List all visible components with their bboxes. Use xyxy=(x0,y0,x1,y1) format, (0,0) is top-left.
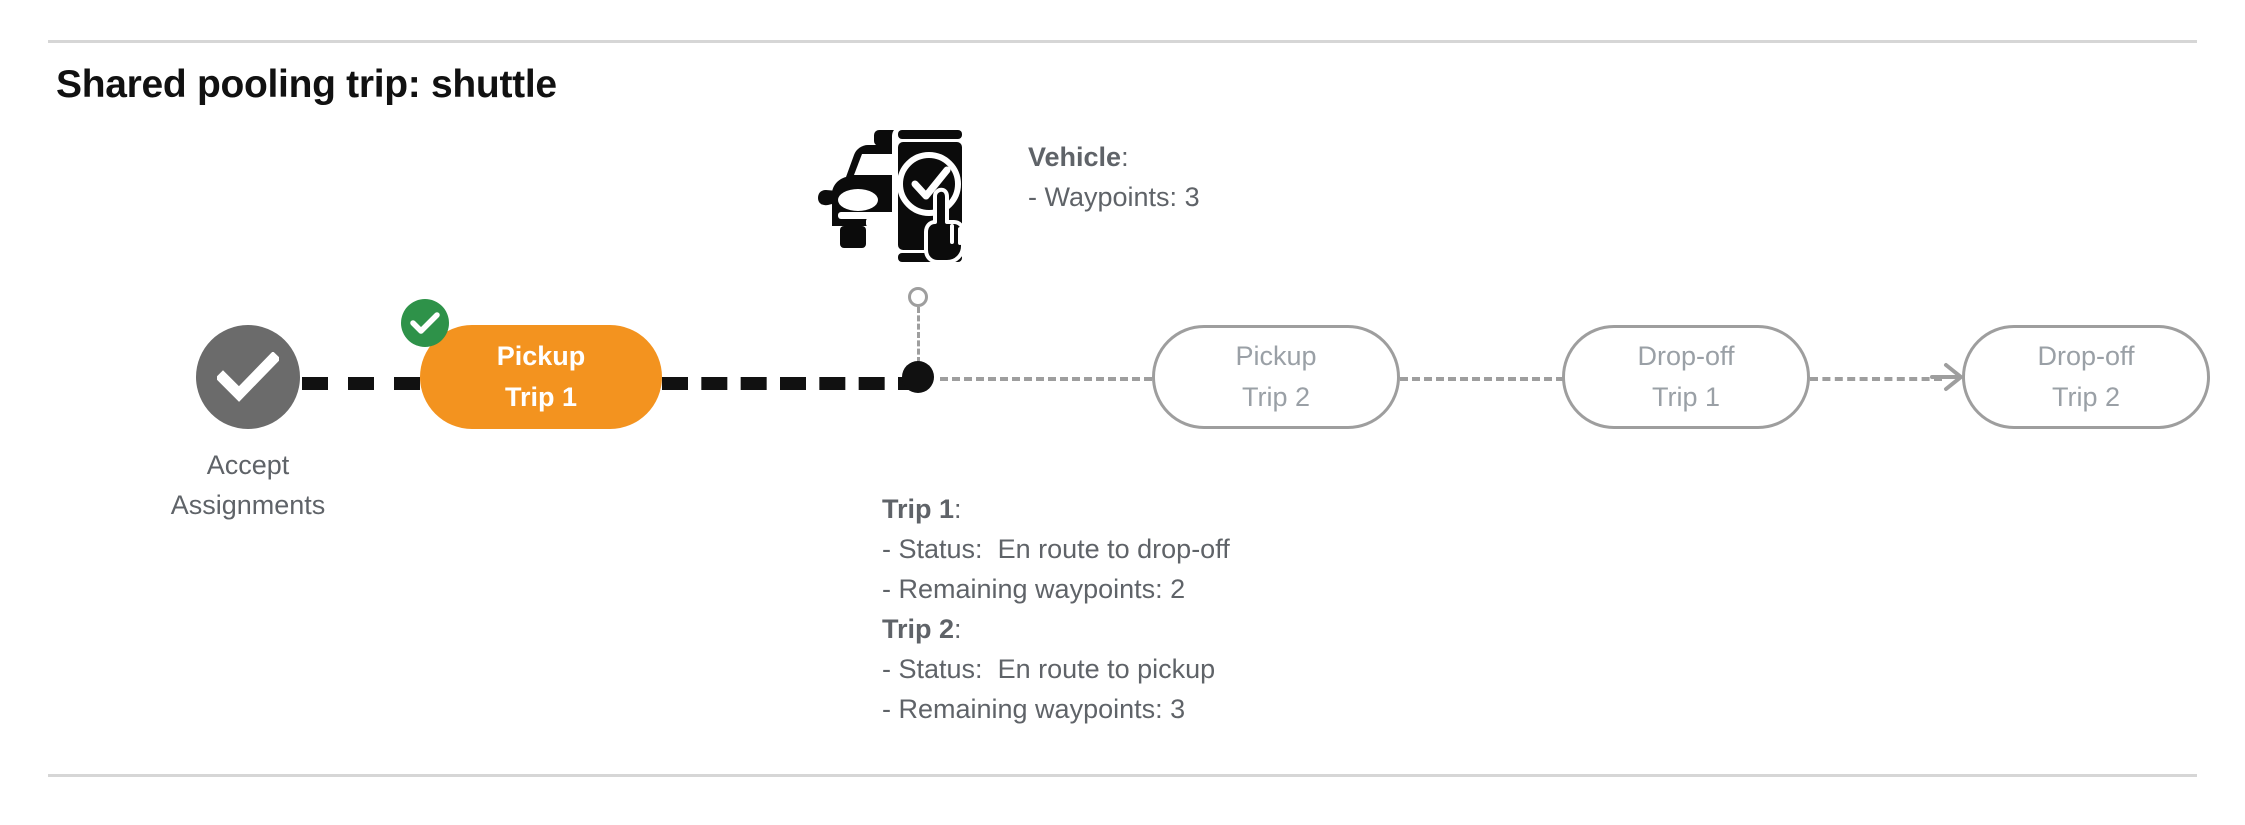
check-circle-icon xyxy=(217,352,279,402)
vehicle-info-callout: Vehicle: - Waypoints: 3 xyxy=(1028,137,1200,217)
node-dropoff-trip-1[interactable]: Drop-off Trip 1 xyxy=(1562,325,1810,429)
vehicle-info-heading-label: Vehicle xyxy=(1028,142,1122,172)
node-dropoff-trip-1-line1: Drop-off xyxy=(1637,341,1735,371)
trip-info-callout: Trip 1: - Status: En route to drop-off -… xyxy=(882,489,1230,729)
node-pickup-trip-2-line2: Trip 2 xyxy=(1241,382,1310,412)
trip1-heading: Trip 1: xyxy=(882,489,1230,529)
path-pickup1-to-vehicle xyxy=(662,377,924,390)
node-dropoff-trip-2-line2: Trip 2 xyxy=(2051,382,2120,412)
vehicle-info-heading: Vehicle: xyxy=(1028,137,1200,177)
node-pickup-trip-2-line1: Pickup xyxy=(1235,341,1317,371)
node-pickup-trip-2[interactable]: Pickup Trip 2 xyxy=(1152,325,1400,429)
trip2-waypoints-label: - Remaining waypoints: xyxy=(882,694,1163,724)
trip1-status: - Status: En route to drop-off xyxy=(882,529,1230,569)
vehicle-app-check-icon xyxy=(818,122,978,267)
path-pickup2-to-dropoff1 xyxy=(1400,377,1564,381)
check-icon xyxy=(410,312,440,334)
vehicle-info-waypoints-label: - Waypoints: xyxy=(1028,182,1178,212)
trip2-heading-suffix: : xyxy=(954,614,962,644)
trip2-heading-label: Trip 2 xyxy=(882,614,955,644)
node-pickup-trip-1-status-badge xyxy=(401,299,449,347)
node-dropoff-trip-2[interactable]: Drop-off Trip 2 xyxy=(1962,325,2210,429)
trip2-heading: Trip 2: xyxy=(882,609,1230,649)
accept-label-line2: Assignments xyxy=(170,490,326,520)
accept-label-line1: Accept xyxy=(206,450,290,480)
vehicle-marker-ring xyxy=(908,287,928,307)
trip2-waypoints: - Remaining waypoints: 3 xyxy=(882,689,1230,729)
trip2-status-label: - Status: xyxy=(882,654,983,684)
path-dropoff1-to-dropoff2 xyxy=(1810,377,1942,381)
vehicle-info-waypoints: - Waypoints: 3 xyxy=(1028,177,1200,217)
bottom-divider xyxy=(48,774,2197,777)
node-accept-assignments[interactable] xyxy=(196,325,300,429)
vehicle-info-heading-suffix: : xyxy=(1121,142,1129,172)
trip1-heading-suffix: : xyxy=(954,494,962,524)
path-vehicle-to-pickup2 xyxy=(940,377,1152,381)
trip1-waypoints-value: 2 xyxy=(1170,574,1186,604)
node-pickup-trip-1-line2: Trip 1 xyxy=(504,382,578,412)
vehicle-position-dot[interactable] xyxy=(902,361,934,393)
trip1-waypoints-label: - Remaining waypoints: xyxy=(882,574,1163,604)
trip1-status-value: En route to drop-off xyxy=(997,534,1230,564)
path-accept-to-pickup1 xyxy=(302,377,420,390)
page-title: Shared pooling trip: shuttle xyxy=(56,63,557,106)
node-accept-assignments-label: Accept Assignments xyxy=(128,445,368,525)
node-dropoff-trip-2-line1: Drop-off xyxy=(2037,341,2135,371)
trip2-waypoints-value: 3 xyxy=(1170,694,1186,724)
node-pickup-trip-1[interactable]: Pickup Trip 1 xyxy=(420,325,662,429)
trip2-status-value: En route to pickup xyxy=(997,654,1216,684)
vehicle-info-waypoints-value: 3 xyxy=(1184,182,1200,212)
trip1-status-label: - Status: xyxy=(882,534,983,564)
vehicle-marker-stem xyxy=(917,307,920,363)
node-dropoff-trip-1-line2: Trip 1 xyxy=(1651,382,1720,412)
node-pickup-trip-1-line1: Pickup xyxy=(496,341,586,371)
top-divider xyxy=(48,40,2197,43)
trip1-waypoints: - Remaining waypoints: 2 xyxy=(882,569,1230,609)
trip2-status: - Status: En route to pickup xyxy=(882,649,1230,689)
trip1-heading-label: Trip 1 xyxy=(882,494,955,524)
arrowhead-icon xyxy=(1930,363,1963,391)
